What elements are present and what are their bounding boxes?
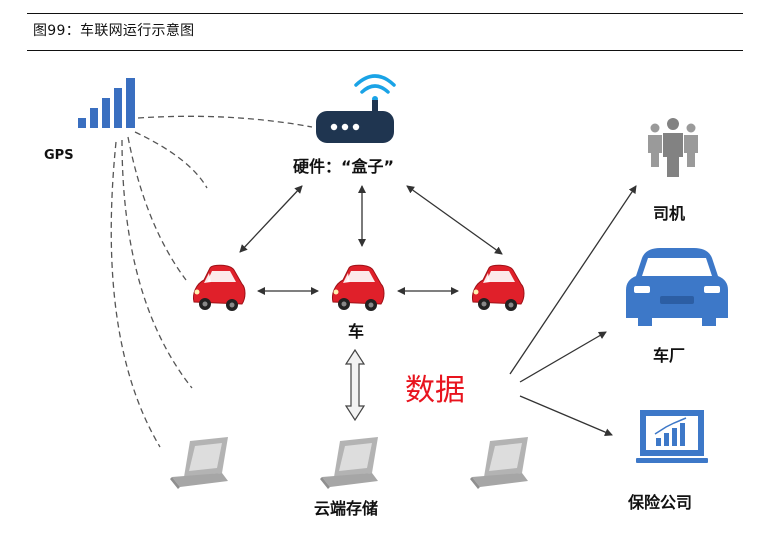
- insurer-monitor-icon: [636, 410, 708, 463]
- gps-label: GPS: [44, 148, 74, 163]
- car-icon-center: [331, 264, 385, 312]
- caption-bottom-rule: [27, 50, 743, 51]
- gps-signal-icon: [78, 78, 135, 128]
- data-flow-arrows: [509, 185, 637, 436]
- car-icon-right: [471, 264, 525, 312]
- car-cloud-double-arrow: [344, 348, 366, 422]
- caption-top-rule: [27, 13, 743, 14]
- laptop-icon-right: [470, 437, 528, 489]
- cloud-storage-label: 云端存储: [314, 499, 378, 518]
- car-icon-left: [192, 264, 246, 312]
- automaker-car-icon: [626, 248, 728, 326]
- figure-caption: 图99：车联网运行示意图: [33, 23, 195, 39]
- gps-links: [110, 115, 313, 448]
- people-icon: [648, 118, 698, 177]
- car-label: 车: [348, 322, 364, 341]
- insurer-label: 保险公司: [627, 493, 692, 512]
- automaker-label: 车厂: [653, 346, 685, 365]
- laptop-icon-center: [320, 437, 378, 489]
- data-label: 数据: [405, 373, 465, 408]
- driver-label: 司机: [653, 204, 685, 223]
- hardware-box-label: 硬件：“盒子”: [293, 157, 394, 176]
- laptop-icon-left: [170, 437, 228, 489]
- router-car-arrows: [239, 185, 503, 255]
- router-icon: [316, 74, 396, 143]
